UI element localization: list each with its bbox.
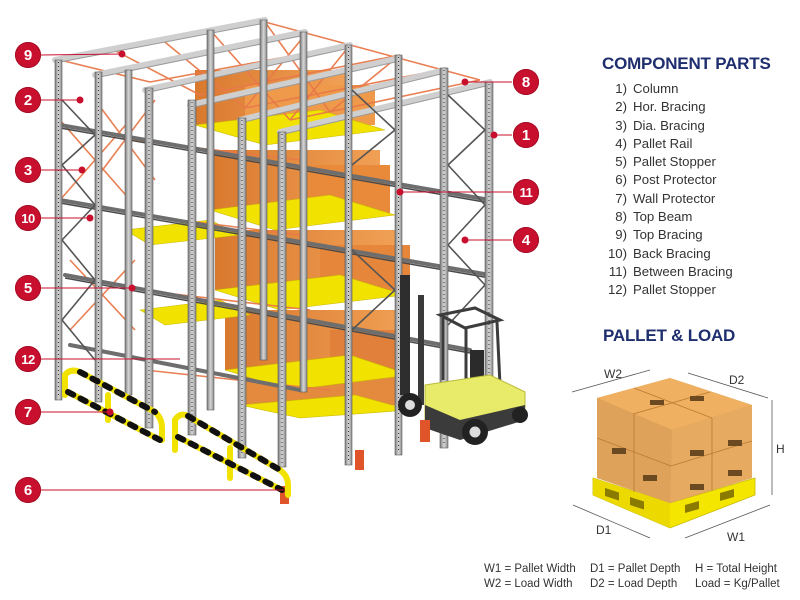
callout-11-between-bracing: 11 (513, 179, 539, 205)
callout-5-pallet-stopper: 5 (15, 275, 41, 301)
callout-8-top-beam: 8 (513, 69, 539, 95)
part-item: 2)Hor. Bracing (615, 99, 706, 115)
part-item: 7)Wall Protector (615, 190, 716, 206)
top-beams (52, 17, 493, 135)
pallet-load-diagram (571, 369, 773, 539)
dim-h-label: H (776, 442, 785, 456)
callout-2-hor-bracing: 2 (15, 87, 41, 113)
forklift (398, 275, 528, 445)
part-item: 3)Dia. Bracing (615, 117, 705, 133)
callout-1-column: 1 (513, 122, 539, 148)
callout-12-pallet-stopper: 12 (15, 346, 41, 372)
part-item: 5)Pallet Stopper (615, 154, 716, 170)
part-item: 6)Post Protector (615, 172, 717, 188)
legend-w1: W1 = Pallet Width (484, 563, 576, 575)
part-item: 9)Top Bracing (615, 227, 703, 243)
part-item: 12)Pallet Stopper (607, 282, 716, 298)
part-item: 11)Between Bracing (608, 263, 733, 279)
callout-4-pallet-rail: 4 (513, 227, 539, 253)
part-item: 10)Back Bracing (607, 245, 711, 261)
legend-h: H = Total Height (695, 563, 777, 575)
dim-w1-label: W1 (727, 530, 745, 544)
callout-3-dia-bracing: 3 (15, 157, 41, 183)
callout-9-top-bracing: 9 (15, 42, 41, 68)
callout-7-wall-protector: 7 (15, 399, 41, 425)
component-parts-list: 1)Column 2)Hor. Bracing 3)Dia. Bracing 4… (603, 80, 733, 300)
pallet-load-title: PALLET & LOAD (603, 326, 736, 345)
dim-d1-label: D1 (596, 523, 612, 537)
component-parts-title: COMPONENT PARTS (602, 54, 771, 73)
part-item: 8)Top Beam (615, 209, 693, 225)
post-protectors (280, 420, 430, 504)
dimension-legend: W1 = Pallet Width D1 = Pallet Depth H = … (484, 562, 800, 592)
legend-d2: D2 = Load Depth (590, 578, 678, 590)
wall-protector (62, 367, 291, 498)
part-item: 1)Column (615, 81, 679, 96)
callout-10-back-bracing: 10 (15, 205, 41, 231)
leader-lines (39, 50, 512, 491)
legend-w2: W2 = Load Width (484, 578, 573, 590)
legend-load: Load = Kg/Pallet (695, 578, 780, 590)
part-item: 4)Pallet Rail (615, 135, 693, 151)
dim-d2-label: D2 (729, 373, 745, 387)
dim-w2-label: W2 (604, 367, 622, 381)
side-frame-bracing (61, 89, 486, 361)
callout-6-post-protector: 6 (15, 477, 41, 503)
legend-d1: D1 = Pallet Depth (590, 563, 681, 575)
